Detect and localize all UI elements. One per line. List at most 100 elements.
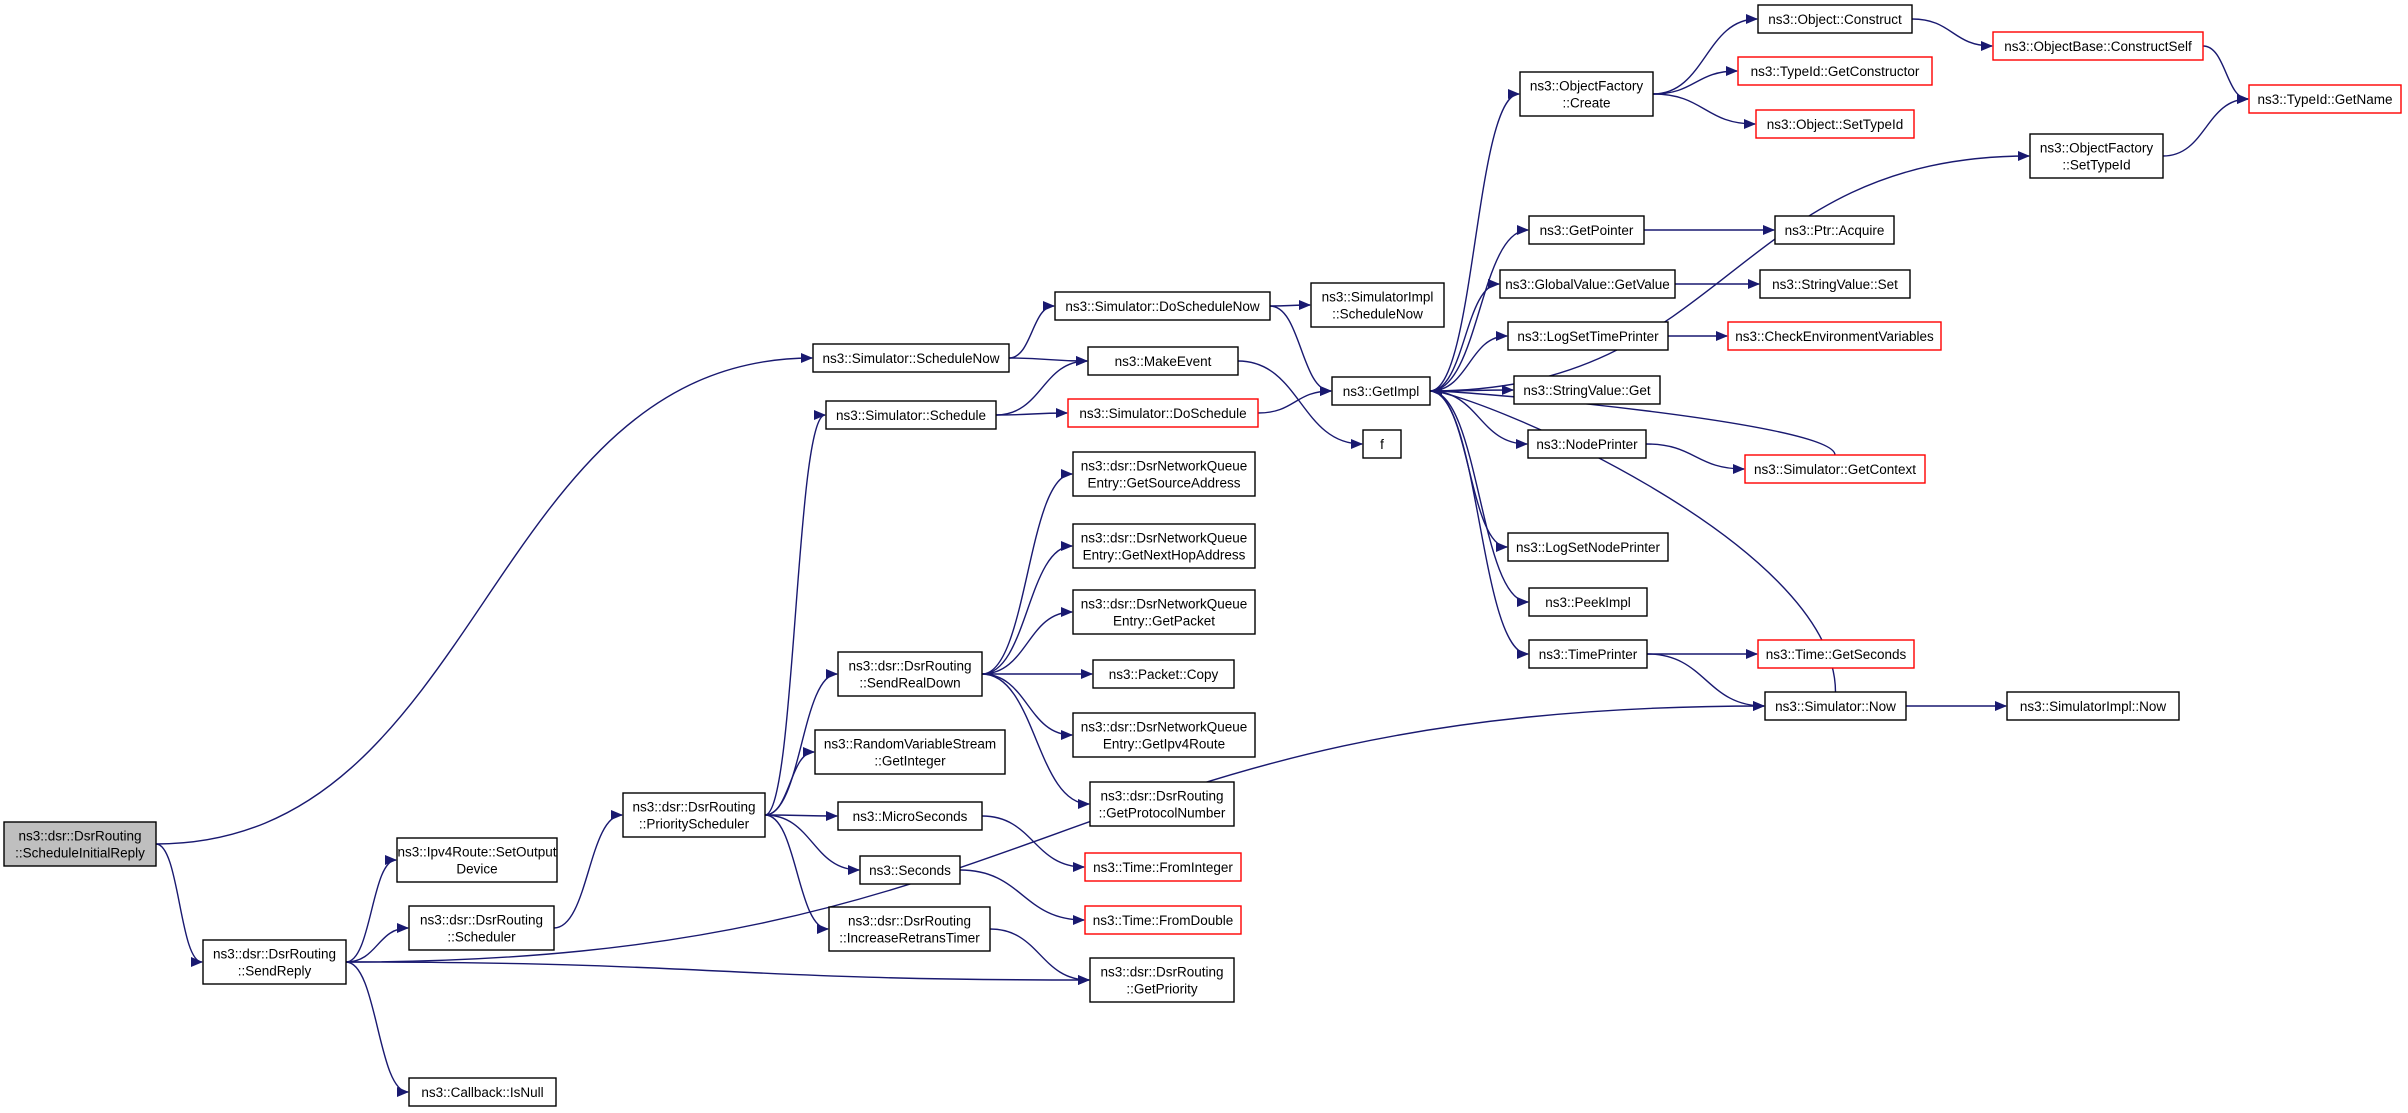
node-label: Entry::GetPacket <box>1113 614 1215 629</box>
node-label: ns3::GetPointer <box>1540 223 1634 238</box>
call-edge-send_real_down-to-nq_get_ipv4_route <box>981 673 1073 740</box>
node-box <box>1084 852 1242 882</box>
node-box <box>1331 376 1431 406</box>
node-increase-retrans[interactable]: ns3::dsr::DsrRouting::IncreaseRetransTim… <box>828 906 991 952</box>
call-edge-send_real_down-to-get_protocol_number <box>981 673 1090 809</box>
node-nq-get-ipv4-route[interactable]: ns3::dsr::DsrNetworkQueueEntry::GetIpv4R… <box>1072 712 1256 758</box>
node-label: ns3::Simulator::Now <box>1775 699 1896 714</box>
node-box <box>1089 957 1235 1003</box>
node-seconds[interactable]: ns3::Seconds <box>859 855 961 885</box>
node-label: ::SetTypeId <box>2062 158 2130 173</box>
node-simimpl-now[interactable]: ns3::SimulatorImpl::Now <box>2006 691 2180 721</box>
node-time-from-double[interactable]: ns3::Time::FromDouble <box>1084 905 1242 935</box>
node-label: ns3::Simulator::GetContext <box>1754 462 1916 477</box>
call-edge-send_reply-to-get_priority <box>345 961 1090 985</box>
node-f[interactable]: f <box>1362 429 1402 459</box>
node-label: ns3::Simulator::DoSchedule <box>1079 406 1246 421</box>
node-object-construct[interactable]: ns3::Object::Construct <box>1757 4 1913 34</box>
node-get-impl[interactable]: ns3::GetImpl <box>1331 376 1431 406</box>
node-nq-get-packet[interactable]: ns3::dsr::DsrNetworkQueueEntry::GetPacke… <box>1072 589 1256 635</box>
node-label: ns3::ObjectFactory <box>1530 79 1644 94</box>
node-object-set-typeid[interactable]: ns3::Object::SetTypeId <box>1755 109 1915 139</box>
node-label: ::PriorityScheduler <box>639 817 750 832</box>
node-label: ns3::StringValue::Get <box>1523 383 1651 398</box>
node-sim-do-schedule-now[interactable]: ns3::Simulator::DoScheduleNow <box>1054 291 1271 321</box>
node-ptr-acquire[interactable]: ns3::Ptr::Acquire <box>1774 215 1895 245</box>
call-edge-sim_get_context-to-get_impl <box>1430 386 1836 456</box>
node-schedule-initial-reply[interactable]: ns3::dsr::DsrRouting::ScheduleInitialRep… <box>3 821 157 867</box>
node-label: ns3::MicroSeconds <box>853 809 968 824</box>
node-callback-isnull[interactable]: ns3::Callback::IsNull <box>408 1077 557 1107</box>
node-sim-schedule[interactable]: ns3::Simulator::Schedule <box>825 400 997 430</box>
node-label: Entry::GetIpv4Route <box>1103 737 1225 752</box>
edges-layer <box>155 14 2249 1097</box>
node-micro-seconds[interactable]: ns3::MicroSeconds <box>837 801 983 831</box>
node-sim-do-schedule[interactable]: ns3::Simulator::DoSchedule <box>1067 398 1259 428</box>
node-sim-get-context[interactable]: ns3::Simulator::GetContext <box>1744 454 1926 484</box>
node-label: Entry::GetNextHopAddress <box>1083 548 1246 563</box>
node-label: ns3::LogSetTimePrinter <box>1517 329 1659 344</box>
node-label: ::SendRealDown <box>859 676 960 691</box>
node-simimpl-schedule-now[interactable]: ns3::SimulatorImpl::ScheduleNow <box>1310 282 1445 328</box>
node-label: ns3::LogSetNodePrinter <box>1516 540 1661 555</box>
node-label: ns3::Packet::Copy <box>1109 667 1219 682</box>
node-label: ::SendReply <box>238 964 312 979</box>
node-box <box>3 821 157 867</box>
node-label: ns3::dsr::DsrNetworkQueue <box>1081 720 1248 735</box>
node-global-value-get-value[interactable]: ns3::GlobalValue::GetValue <box>1499 269 1676 299</box>
call-edge-sim_do_schedule-to-get_impl <box>1257 386 1332 414</box>
node-box <box>1528 215 1645 245</box>
node-scheduler[interactable]: ns3::dsr::DsrRouting::Scheduler <box>408 905 555 951</box>
node-label: ns3::dsr::DsrRouting <box>1100 965 1223 980</box>
call-edge-sim_schedule_now-to-sim_do_schedule_now <box>1008 301 1055 359</box>
node-box <box>1757 639 1915 669</box>
node-string-value-set[interactable]: ns3::StringValue::Set <box>1759 269 1911 299</box>
node-log-set-time-printer[interactable]: ns3::LogSetTimePrinter <box>1507 321 1669 351</box>
call-edge-object_base_construct_self-to-typeid_get_name <box>2202 45 2249 104</box>
call-edge-increase_retrans-to-get_priority <box>989 928 1090 985</box>
node-label: ns3::dsr::DsrRouting <box>848 914 971 929</box>
call-edge-priority_scheduler-to-sim_schedule <box>764 410 826 816</box>
node-label: ns3::dsr::DsrNetworkQueue <box>1081 531 1248 546</box>
node-get-priority[interactable]: ns3::dsr::DsrRouting::GetPriority <box>1089 957 1235 1003</box>
node-node-printer[interactable]: ns3::NodePrinter <box>1527 429 1647 459</box>
node-label: ns3::RandomVariableStream <box>824 737 996 752</box>
node-label: ns3::NodePrinter <box>1536 437 1638 452</box>
node-typeid-get-name[interactable]: ns3::TypeId::GetName <box>2248 84 2402 114</box>
node-rvs-get-integer[interactable]: ns3::RandomVariableStream::GetInteger <box>814 729 1006 775</box>
node-box <box>1507 321 1669 351</box>
call-edge-sim_do_schedule_now-to-simimpl_schedule_now <box>1269 300 1311 311</box>
node-get-pointer[interactable]: ns3::GetPointer <box>1528 215 1645 245</box>
node-check-env-vars[interactable]: ns3::CheckEnvironmentVariables <box>1727 321 1942 351</box>
node-send-real-down[interactable]: ns3::dsr::DsrRouting::SendRealDown <box>837 651 983 697</box>
node-label: ns3::Ipv4Route::SetOutput <box>397 845 556 860</box>
node-get-protocol-number[interactable]: ns3::dsr::DsrRouting::GetProtocolNumber <box>1089 781 1235 827</box>
node-send-reply[interactable]: ns3::dsr::DsrRouting::SendReply <box>202 939 347 985</box>
node-typeid-get-constructor[interactable]: ns3::TypeId::GetConstructor <box>1737 56 1933 86</box>
node-box <box>1499 269 1676 299</box>
node-time-printer[interactable]: ns3::TimePrinter <box>1528 639 1648 669</box>
node-box <box>1513 375 1661 405</box>
call-edge-priority_scheduler-to-rvs_get_integer <box>764 747 815 816</box>
node-log-set-node-printer[interactable]: ns3::LogSetNodePrinter <box>1507 532 1669 562</box>
node-label: ns3::PeekImpl <box>1545 595 1631 610</box>
node-time-get-seconds[interactable]: ns3::Time::GetSeconds <box>1757 639 1915 669</box>
node-nq-get-source-address[interactable]: ns3::dsr::DsrNetworkQueueEntry::GetSourc… <box>1072 451 1256 497</box>
node-sim-schedule-now[interactable]: ns3::Simulator::ScheduleNow <box>812 343 1010 373</box>
node-object-factory-create[interactable]: ns3::ObjectFactory::Create <box>1519 71 1654 117</box>
node-peek-impl[interactable]: ns3::PeekImpl <box>1528 587 1648 617</box>
node-box <box>1084 905 1242 935</box>
node-string-value-get[interactable]: ns3::StringValue::Get <box>1513 375 1661 405</box>
node-nq-get-next-hop[interactable]: ns3::dsr::DsrNetworkQueueEntry::GetNextH… <box>1072 523 1256 569</box>
node-box <box>1764 691 1907 721</box>
node-object-factory-set-typeid[interactable]: ns3::ObjectFactory::SetTypeId <box>2029 133 2164 179</box>
node-time-from-integer[interactable]: ns3::Time::FromInteger <box>1084 852 1242 882</box>
node-box <box>2006 691 2180 721</box>
node-sim-now[interactable]: ns3::Simulator::Now <box>1764 691 1907 721</box>
node-make-event[interactable]: ns3::MakeEvent <box>1087 346 1239 376</box>
node-label: ns3::ObjectFactory <box>2040 141 2154 156</box>
node-packet-copy[interactable]: ns3::Packet::Copy <box>1092 659 1235 689</box>
node-priority-scheduler[interactable]: ns3::dsr::DsrRouting::PriorityScheduler <box>622 792 766 838</box>
node-object-base-construct-self[interactable]: ns3::ObjectBase::ConstructSelf <box>1992 31 2204 61</box>
